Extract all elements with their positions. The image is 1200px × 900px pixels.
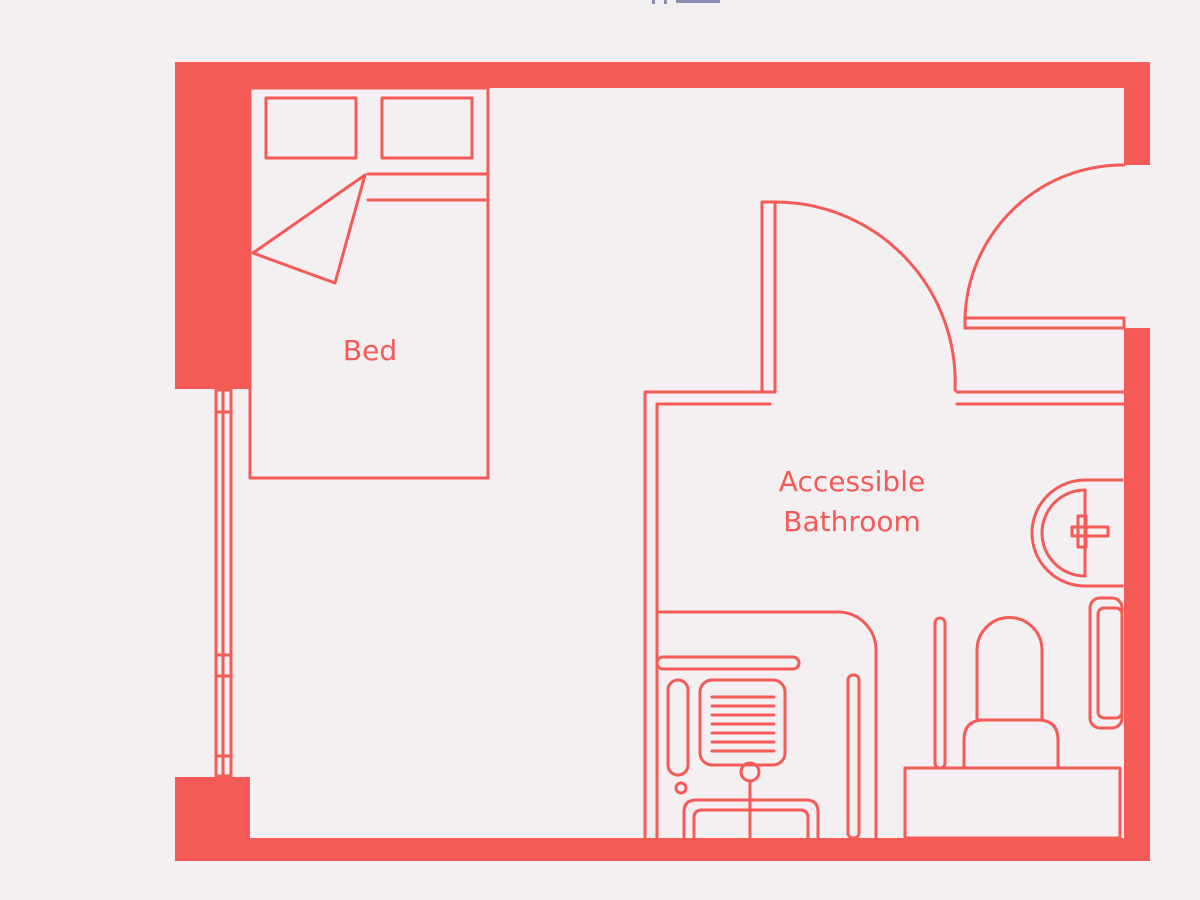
wall-left-lower (175, 777, 250, 861)
pillow-icon (264, 96, 474, 160)
bathroom-walls (643, 390, 1126, 840)
grab-bar-icon (1088, 596, 1124, 730)
window-icon (214, 388, 233, 778)
wall-top (175, 62, 1150, 88)
wall-left-upper (175, 62, 250, 389)
bed-icon (248, 86, 490, 480)
door-swing-icon (760, 200, 957, 394)
bathroom-label-line2: Bathroom (783, 505, 921, 538)
shower-icon (655, 610, 878, 840)
wall-right-upper (1124, 62, 1150, 165)
bed-label: Bed (343, 334, 397, 367)
wall-bottom (175, 838, 1150, 861)
outer-walls (175, 62, 1150, 861)
bathroom-label-line1: Accessible (779, 465, 925, 498)
entrance-door-icon (963, 163, 1126, 330)
top-fragment (652, 0, 720, 4)
wall-right-lower (1124, 328, 1150, 861)
toilet-icon (903, 616, 1122, 840)
sink-icon (1030, 478, 1124, 588)
